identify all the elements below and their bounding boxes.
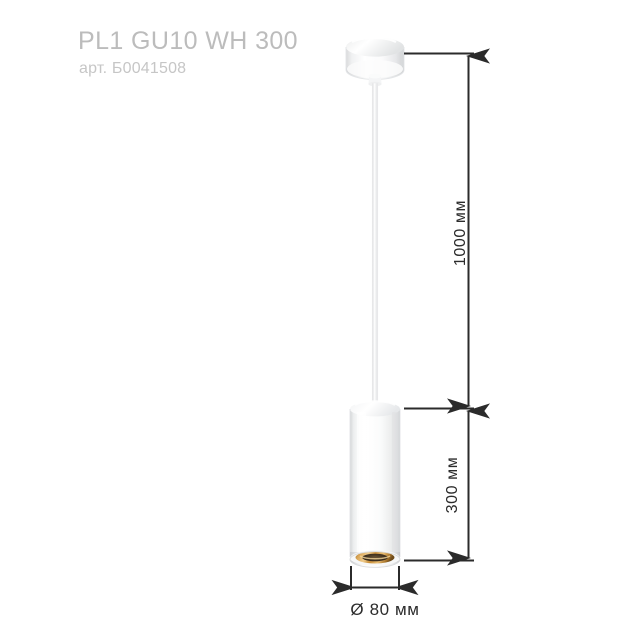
dimension-label-diameter: Ø 80 мм — [350, 600, 420, 619]
product-title: PL1 GU10 WH 300 — [78, 27, 298, 55]
lamp-body-cylinder — [349, 400, 401, 565]
dimension-label-suspension: 1000 мм — [452, 199, 469, 267]
lamp-reflector-head — [349, 550, 401, 568]
suspension-cord — [372, 83, 378, 405]
ceiling-canopy — [345, 36, 405, 87]
dimension-lines — [331, 48, 491, 596]
product-article-code: арт. Б0041508 — [79, 60, 187, 77]
dimension-label-body-height: 300 мм — [444, 456, 461, 514]
